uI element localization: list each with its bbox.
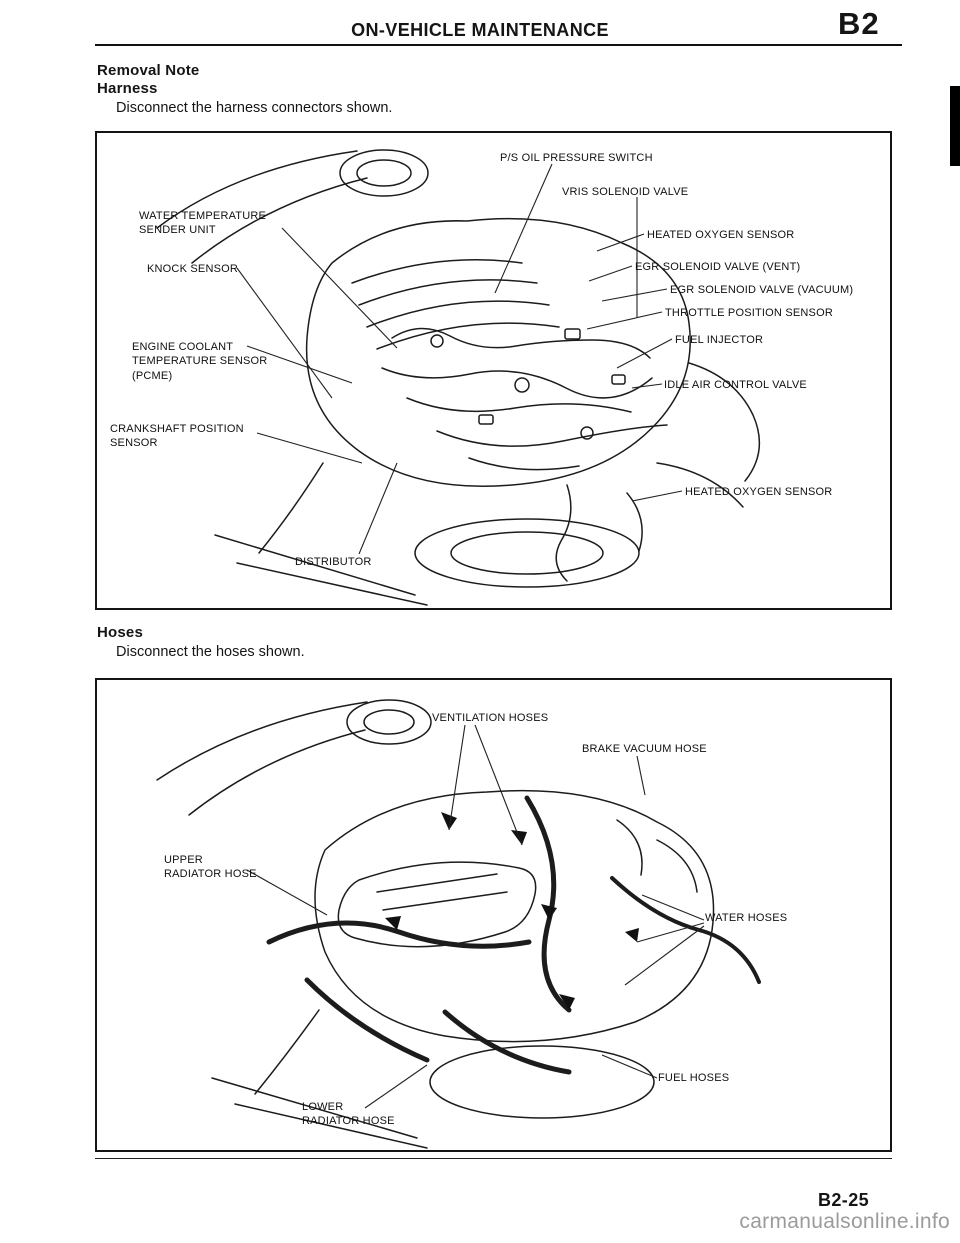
label-ventilation-hoses: VENTILATION HOSES (432, 712, 549, 724)
page-title: ON-VEHICLE MAINTENANCE (351, 20, 609, 40)
label-egr-solenoid-valve-vacuum: EGR SOLENOID VALVE (VACUUM) (670, 284, 854, 296)
label-crankshaft-position-sensor: CRANKSHAFT POSITION SENSOR (110, 423, 244, 450)
label-throttle-position-sensor: THROTTLE POSITION SENSOR (665, 307, 833, 319)
label-knock-sensor: KNOCK SENSOR (147, 263, 239, 275)
hoses-leader-lines (246, 724, 705, 1109)
harness-diagram-frame: P/S OIL PRESSURE SWITCH VRIS SOLENOID VA… (95, 131, 892, 610)
hoses-engine-illustration (156, 699, 761, 1149)
harness-subheading: Harness (97, 80, 158, 97)
label-vris-solenoid-valve: VRIS SOLENOID VALVE (562, 186, 689, 198)
label-lower-radiator-hose: LOWER RADIATOR HOSE (302, 1101, 395, 1128)
hose-arrows (385, 812, 639, 1010)
watermark-text: carmanualsonline.info (739, 1210, 950, 1233)
hoses-heading: Hoses (97, 624, 144, 641)
label-distributor: DISTRIBUTOR (295, 556, 372, 568)
engine-art (156, 149, 761, 606)
harness-engine-illustration (156, 149, 761, 606)
removal-note-heading: Removal Note (97, 62, 200, 79)
header-rule (95, 44, 902, 46)
section-code: B2 (838, 6, 880, 41)
page-edge-tab (950, 86, 960, 166)
label-heated-oxygen-sensor-upper: HEATED OXYGEN SENSOR (647, 229, 795, 241)
label-idle-air-control-valve: IDLE AIR CONTROL VALVE (664, 379, 807, 391)
harness-leader-lines (236, 163, 683, 555)
harness-instruction: Disconnect the harness connectors shown. (116, 100, 393, 116)
label-fuel-hoses: FUEL HOSES (658, 1072, 730, 1084)
label-water-hoses: WATER HOSES (705, 912, 788, 924)
page-number: B2-25 (818, 1190, 870, 1210)
label-upper-radiator-hose: UPPER RADIATOR HOSE (164, 854, 257, 881)
label-brake-vacuum-hose: BRAKE VACUUM HOSE (582, 743, 707, 755)
hoses-diagram-frame: VENTILATION HOSES BRAKE VACUUM HOSE UPPE… (95, 678, 892, 1152)
label-engine-coolant-temperature-sensor: ENGINE COOLANT TEMPERATURE SENSOR (PCME) (132, 341, 268, 382)
bottom-rule (95, 1158, 892, 1159)
label-fuel-injector: FUEL INJECTOR (675, 334, 764, 346)
label-water-temperature-sender-unit: WATER TEMPERATURE SENDER UNIT (139, 210, 267, 237)
label-ps-oil-pressure-switch: P/S OIL PRESSURE SWITCH (500, 152, 653, 164)
label-egr-solenoid-valve-vent: EGR SOLENOID VALVE (VENT) (635, 261, 801, 273)
hoses-instruction: Disconnect the hoses shown. (116, 644, 305, 660)
label-heated-oxygen-sensor-lower: HEATED OXYGEN SENSOR (685, 486, 833, 498)
